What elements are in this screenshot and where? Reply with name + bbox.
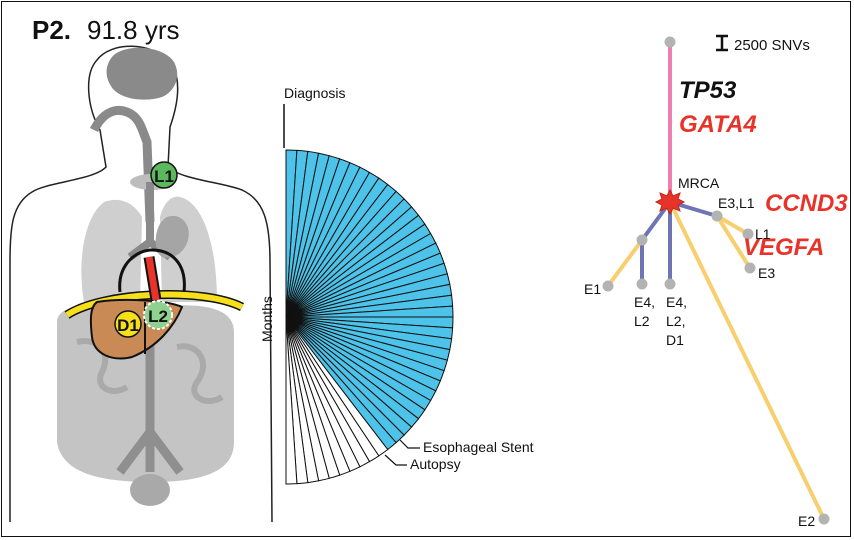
leaf-label-e4l2d1-line3: D1 [666,332,684,348]
gene-gata4: GATA4 [679,111,757,138]
leaf-label-e4l2d1-line2: L2, [666,313,685,329]
leaf-label-e4l2-line1: E4, [634,294,655,310]
leaf-label-e4l2-line2: L2 [634,313,650,329]
timeline-diagnosis-label: Diagnosis [284,85,345,101]
leaf-label-e3l1: E3,L1 [718,195,755,211]
mrca-label: MRCA [678,175,720,191]
tree-node-root [665,37,676,48]
gene-tp53: TP53 [679,77,737,104]
timeline-months-label: Months [259,296,275,342]
tree-node [637,235,648,246]
scale-bar [716,36,728,50]
gene-ccnd3: CCND3 [765,190,848,217]
mrca-marker [656,190,684,214]
leaf-label-l1: L1 [755,226,771,242]
site-l2-label: L2 [148,307,168,326]
tree-node-e2 [819,514,830,525]
site-l1-label: L1 [154,167,174,186]
tree-node [712,211,723,222]
leaf-label-e2: E2 [798,513,815,529]
timeline-stent-label: Esophageal Stent [423,439,534,455]
leaf-label-e1: E1 [584,281,601,297]
tree-node-e3 [745,263,756,274]
leaf-label-e4l2d1-line1: E4, [666,294,687,310]
patient-id: P2. [32,15,71,45]
anatomy-figure: L1 L2 D1 [10,46,272,522]
phylogenetic-tree: 2500 SNVs TP53 GATA4 CCND3 VEGFA MRCA [584,36,848,529]
leaf-label-e3: E3 [758,265,775,281]
tree-node-e4l2d1 [665,279,676,290]
timeline-fan [286,150,453,484]
patient-age: 91.8 yrs [87,15,180,45]
site-d1-label: D1 [117,316,139,335]
tree-node-e4l2 [637,279,648,290]
timeline-autopsy-label: Autopsy [410,456,461,472]
brain [107,48,178,100]
tree-node-e1 [603,281,614,292]
scale-label: 2500 SNVs [734,37,810,54]
